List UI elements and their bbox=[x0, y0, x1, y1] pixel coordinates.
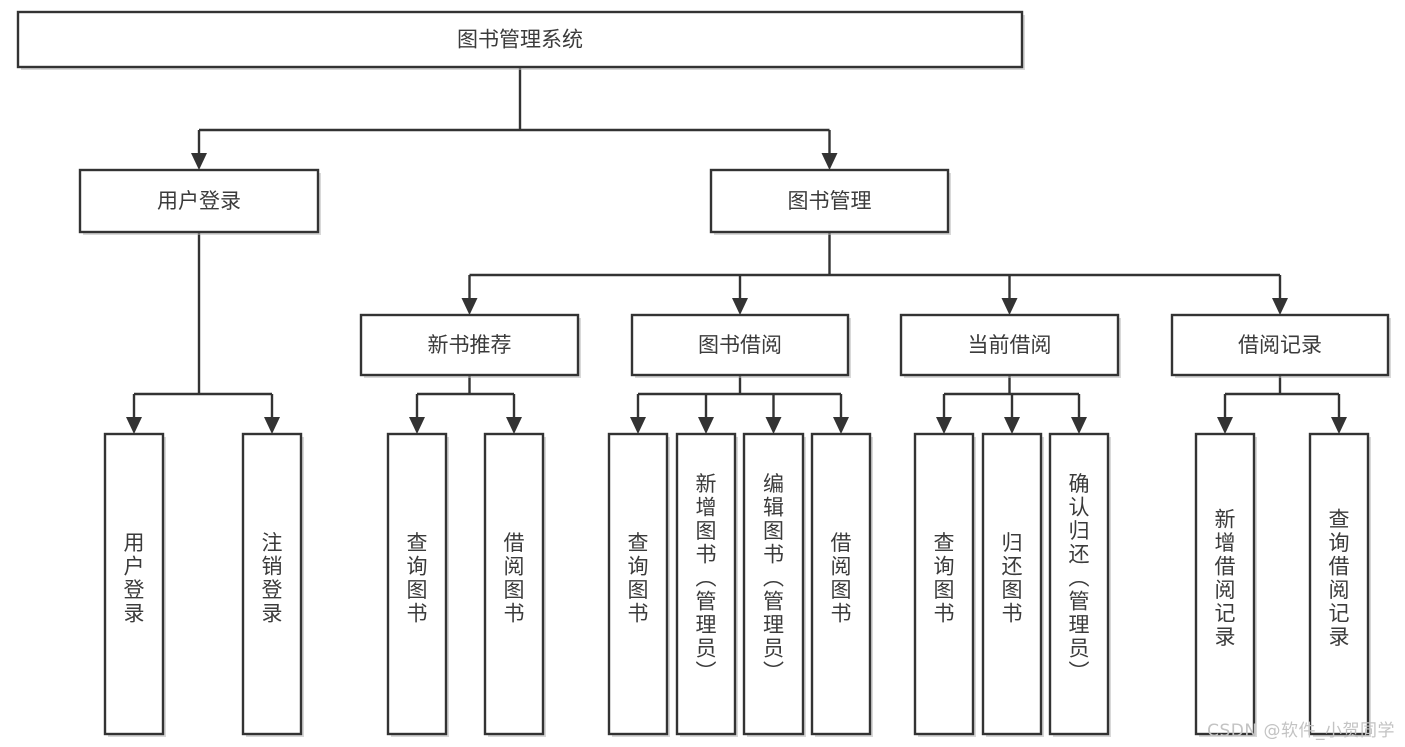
arrow-head-icon bbox=[1331, 417, 1347, 434]
node-rect bbox=[1170, 313, 1390, 377]
node-label: 图书管理系统 bbox=[457, 28, 583, 52]
node-rect bbox=[1194, 432, 1256, 736]
node-label: 新增图书︵管理员︶ bbox=[696, 472, 717, 684]
node-leaf-add-book[interactable]: 新增图书︵管理员︶ bbox=[675, 432, 738, 737]
node-rect bbox=[630, 313, 850, 377]
connector-group-current-borrow bbox=[936, 375, 1087, 434]
node-rect bbox=[810, 432, 872, 736]
arrow-head-icon bbox=[936, 417, 952, 434]
node-label: 归还图书 bbox=[1002, 531, 1023, 626]
node-leaf-borrow-book-2[interactable]: 借阅图书 bbox=[810, 432, 873, 737]
node-leaf-query-record[interactable]: 查询借阅记录 bbox=[1308, 432, 1371, 737]
node-label: 编辑图书︵管理员︶ bbox=[763, 472, 784, 684]
node-label: 借阅记录 bbox=[1238, 333, 1322, 357]
node-rect bbox=[483, 432, 545, 736]
node-rect bbox=[359, 313, 580, 377]
node-label: 图书借阅 bbox=[698, 333, 782, 357]
node-label: 借阅图书 bbox=[504, 531, 525, 626]
node-current-borrow[interactable]: 当前借阅 bbox=[899, 313, 1121, 378]
node-book-manage[interactable]: 图书管理 bbox=[709, 168, 951, 235]
node-rect bbox=[899, 313, 1120, 377]
connector-layer bbox=[126, 67, 1347, 434]
node-layer: 图书管理系统用户登录图书管理新书推荐图书借阅当前借阅借阅记录用户登录注销登录查询… bbox=[16, 10, 1391, 737]
connector-group-book-borrow bbox=[630, 375, 849, 434]
node-leaf-confirm-return[interactable]: 确认归还︵管理员︶ bbox=[1048, 432, 1111, 737]
node-label: 用户登录 bbox=[124, 531, 145, 626]
node-rect bbox=[241, 432, 303, 736]
arrow-head-icon bbox=[264, 417, 280, 434]
node-label: 查询图书 bbox=[407, 531, 428, 626]
node-rect bbox=[913, 432, 975, 736]
arrow-head-icon bbox=[409, 417, 425, 434]
node-root-system[interactable]: 图书管理系统 bbox=[16, 10, 1025, 70]
node-book-borrow[interactable]: 图书借阅 bbox=[630, 313, 851, 378]
node-rect bbox=[675, 432, 737, 736]
node-leaf-edit-book[interactable]: 编辑图书︵管理员︶ bbox=[742, 432, 806, 737]
node-label: 查询图书 bbox=[934, 531, 955, 626]
node-label: 确认归还︵管理员︶ bbox=[1069, 472, 1090, 684]
node-label: 查询图书 bbox=[628, 531, 649, 626]
node-rect bbox=[1048, 432, 1110, 736]
node-new-book-recommend[interactable]: 新书推荐 bbox=[359, 313, 581, 378]
arrow-head-icon bbox=[833, 417, 849, 434]
arrow-head-icon bbox=[821, 153, 838, 170]
node-label: 新增借阅记录 bbox=[1215, 507, 1236, 649]
node-label: 新书推荐 bbox=[428, 333, 512, 357]
node-user-login[interactable]: 用户登录 bbox=[78, 168, 321, 235]
arrow-head-icon bbox=[191, 153, 207, 170]
connector-group-book-manage bbox=[461, 232, 1288, 315]
connector-group-borrow-record bbox=[1217, 375, 1347, 434]
node-leaf-query-book-1[interactable]: 查询图书 bbox=[386, 432, 449, 737]
arrow-head-icon bbox=[1272, 298, 1288, 315]
node-rect bbox=[742, 432, 805, 736]
arrow-head-icon bbox=[461, 298, 478, 315]
arrow-head-icon bbox=[1071, 417, 1087, 434]
node-rect bbox=[981, 432, 1043, 736]
connector-group-new-book-recommend bbox=[409, 375, 522, 434]
connector-group-user-login bbox=[126, 232, 280, 434]
node-rect bbox=[607, 432, 669, 736]
arrow-head-icon bbox=[1004, 417, 1020, 434]
node-rect bbox=[386, 432, 448, 736]
node-rect bbox=[78, 168, 320, 234]
arrow-head-icon bbox=[126, 417, 142, 434]
node-rect bbox=[16, 10, 1024, 69]
node-borrow-record[interactable]: 借阅记录 bbox=[1170, 313, 1391, 378]
node-rect bbox=[709, 168, 950, 234]
node-leaf-user-login[interactable]: 用户登录 bbox=[103, 432, 166, 737]
node-rect bbox=[1308, 432, 1370, 736]
arrow-head-icon bbox=[1217, 417, 1233, 434]
node-label: 注销登录 bbox=[262, 531, 283, 626]
node-label: 图书管理 bbox=[788, 189, 872, 213]
arrow-head-icon bbox=[630, 417, 646, 434]
node-label: 借阅图书 bbox=[831, 531, 852, 626]
arrow-head-icon bbox=[506, 417, 522, 434]
node-leaf-query-book-3[interactable]: 查询图书 bbox=[913, 432, 976, 737]
node-label: 查询借阅记录 bbox=[1329, 507, 1350, 649]
node-leaf-logout-login[interactable]: 注销登录 bbox=[241, 432, 304, 737]
arrow-head-icon bbox=[1001, 298, 1018, 315]
arrow-head-icon bbox=[698, 417, 714, 434]
connector-group-root bbox=[191, 67, 838, 170]
node-label: 当前借阅 bbox=[968, 333, 1052, 357]
node-rect bbox=[103, 432, 165, 736]
arrow-head-icon bbox=[765, 417, 782, 434]
node-leaf-query-book-2[interactable]: 查询图书 bbox=[607, 432, 670, 737]
node-leaf-borrow-book-1[interactable]: 借阅图书 bbox=[483, 432, 546, 737]
node-leaf-add-record[interactable]: 新增借阅记录 bbox=[1194, 432, 1257, 737]
arrow-head-icon bbox=[732, 298, 748, 315]
node-label: 用户登录 bbox=[157, 189, 241, 213]
node-leaf-return-book[interactable]: 归还图书 bbox=[981, 432, 1044, 737]
